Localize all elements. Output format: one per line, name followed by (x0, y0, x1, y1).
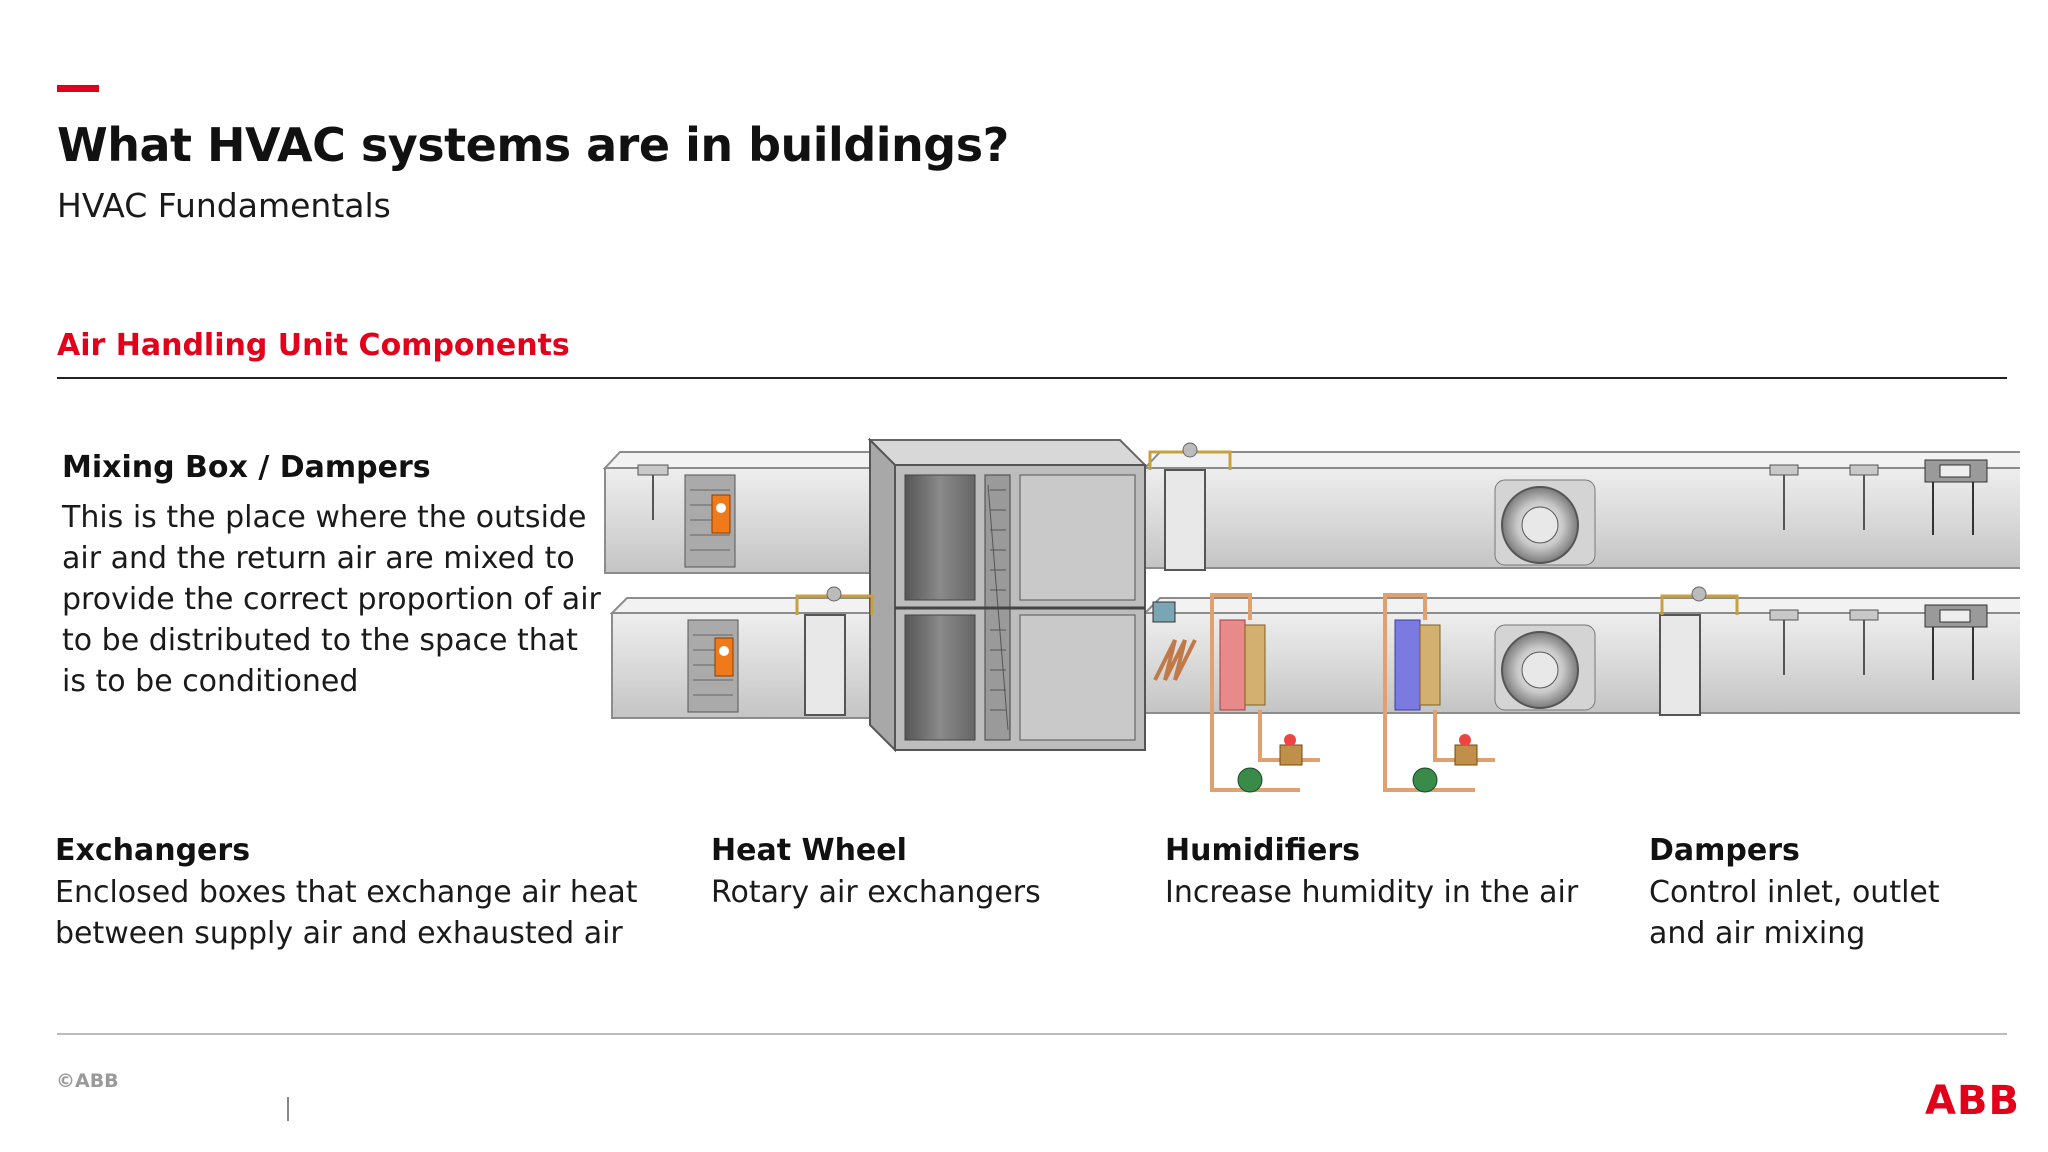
damper-lower-left (687, 619, 739, 713)
filter-lower-left (804, 614, 846, 716)
controller-box (1152, 601, 1176, 623)
copyright-text: ©ABB (56, 1070, 119, 1092)
page-title: What HVAC systems are in buildings? (57, 118, 1009, 172)
abb-logo: ABB (1925, 1078, 2020, 1124)
pressure-sensor-lower-right (1660, 586, 1739, 615)
component-dampers: Dampers Control inlet, outlet and air mi… (1649, 830, 1979, 954)
component-title: Exchangers (55, 833, 251, 868)
mixing-box-description: This is the place where the outside air … (62, 500, 601, 699)
filter-upper (1164, 469, 1206, 571)
lower-left-duct (609, 597, 908, 719)
component-description: Enclosed boxes that exchange air heat be… (55, 875, 638, 951)
damper-upper-left (684, 474, 736, 568)
pressure-sensor-lower-left (795, 586, 874, 615)
footer-separator (287, 1097, 289, 1121)
component-description: Control inlet, outlet and air mixing (1649, 875, 1940, 951)
upper-left-duct (602, 451, 908, 574)
filter-lower-right (1659, 614, 1701, 716)
duct-sensors-right (1924, 459, 1988, 680)
component-description: Increase humidity in the air (1165, 875, 1579, 910)
component-heat-wheel: Heat Wheel Rotary air exchangers (711, 830, 1111, 913)
component-humidifiers: Humidifiers Increase humidity in the air (1165, 830, 1615, 913)
footer-divider (57, 1033, 2007, 1035)
component-title: Dampers (1649, 833, 1800, 868)
page-subtitle: HVAC Fundamentals (57, 186, 391, 225)
return-fan-lower (1494, 624, 1596, 711)
electric-heater (1153, 639, 1197, 681)
mixing-box-text: Mixing Box / Dampers This is the place w… (62, 450, 602, 702)
pressure-sensor-upper (1148, 442, 1232, 470)
air-handling-unit-diagram (602, 437, 2020, 793)
accent-bar (57, 85, 99, 92)
supply-fan-upper (1494, 479, 1596, 566)
temperature-sensors (637, 464, 1879, 675)
section-title: Air Handling Unit Components (57, 328, 570, 363)
section-divider (57, 377, 2007, 379)
mixing-box-title: Mixing Box / Dampers (62, 450, 431, 485)
component-title: Heat Wheel (711, 833, 907, 868)
heating-coil (1210, 593, 1320, 793)
cooling-coil (1383, 593, 1495, 793)
component-description: Rotary air exchangers (711, 875, 1041, 910)
component-title: Humidifiers (1165, 833, 1360, 868)
component-exchangers: Exchangers Enclosed boxes that exchange … (55, 830, 655, 954)
heat-wheel-unit (867, 437, 1148, 753)
